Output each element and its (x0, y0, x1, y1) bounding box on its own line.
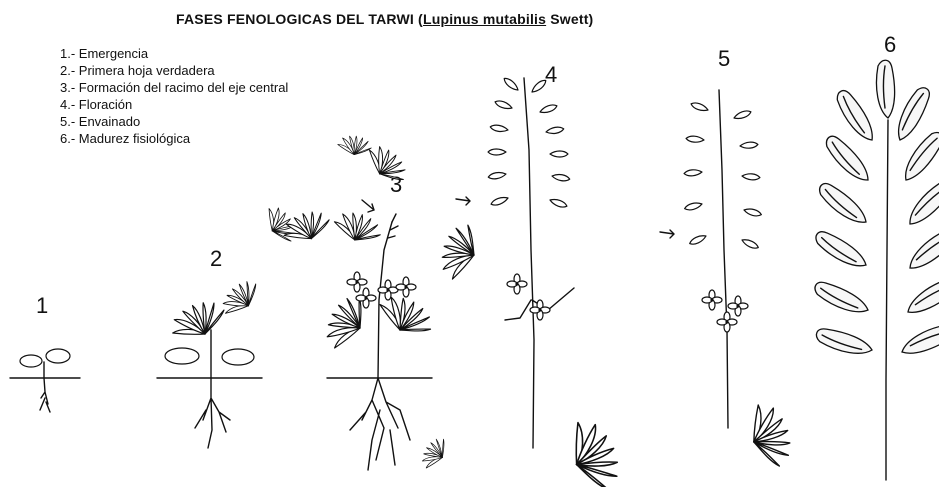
stage-4-plant (336, 76, 626, 487)
stage-3-plant (216, 139, 438, 470)
stage-1-plant (10, 349, 80, 412)
stage-6-plant (812, 60, 939, 480)
stage-5-plant (417, 90, 796, 472)
stage-2-plant (157, 202, 300, 448)
